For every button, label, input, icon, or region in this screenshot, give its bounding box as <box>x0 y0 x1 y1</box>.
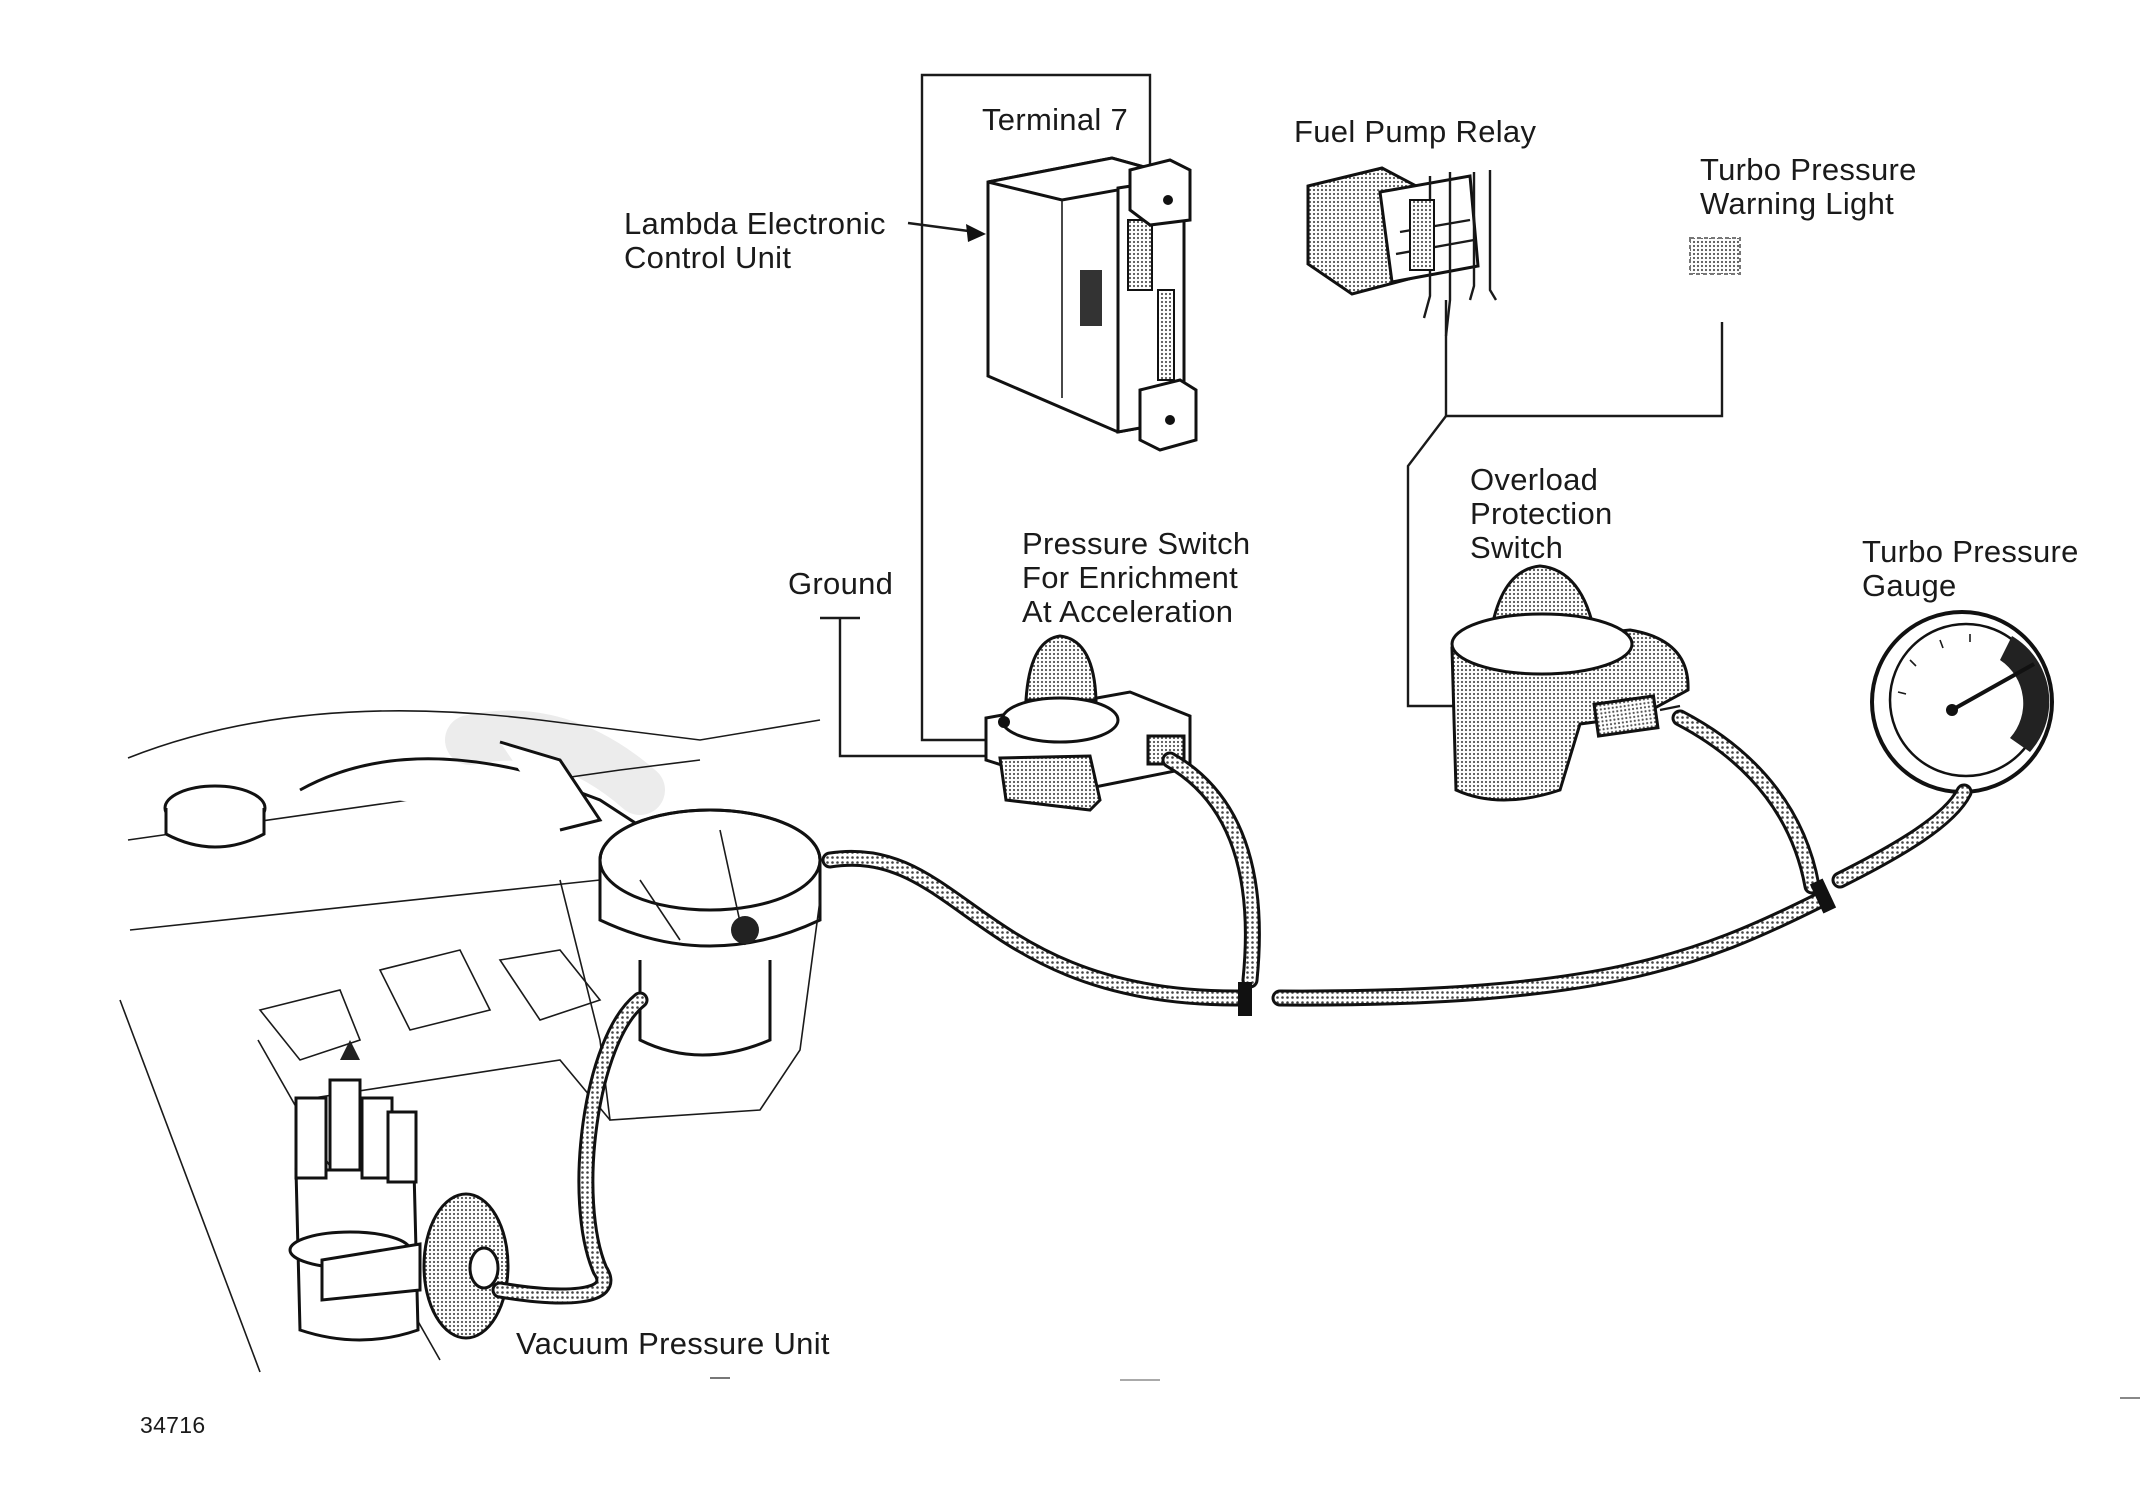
distributor <box>288 1040 510 1342</box>
engine-block <box>119 710 822 1373</box>
turbo-gauge-label-line1: Turbo Pressure <box>1862 534 2079 569</box>
overload-protection-switch <box>1450 564 1690 802</box>
overload-switch-label-line3: Switch <box>1470 530 1564 565</box>
scan-marks <box>710 1377 2140 1399</box>
ground-label: Ground <box>788 566 894 601</box>
pressure-switch-enrichment <box>984 634 1192 812</box>
turbo-gauge-label-line2: Gauge <box>1862 568 1957 603</box>
figure-number: 34716 <box>140 1412 206 1438</box>
turbo-warning-label-line2: Warning Light <box>1700 186 1895 221</box>
turbo-pressure-gauge <box>1870 610 2054 794</box>
lambda-ecu-label-line2: Control Unit <box>624 240 792 275</box>
lambda-ecu <box>907 156 1198 452</box>
overload-switch-label-line2: Protection <box>1470 496 1613 531</box>
terminal7-label: Terminal 7 <box>982 102 1128 137</box>
warning-light-icon <box>1689 237 1741 275</box>
vacuum-unit-label: Vacuum Pressure Unit <box>516 1326 830 1361</box>
pressure-switch-label-line3: At Acceleration <box>1022 594 1234 629</box>
vacuum-hoses <box>491 709 1973 1305</box>
pressure-switch-label-line1: Pressure Switch <box>1022 526 1251 561</box>
fuel-pump-relay <box>1306 166 1498 337</box>
wiring <box>820 73 1724 758</box>
wire-ground <box>838 618 1005 758</box>
wire-terminal7-to-pressure-switch <box>920 73 1152 742</box>
wire-relay-to-warning-light <box>1444 300 1724 418</box>
fuel-pump-relay-label: Fuel Pump Relay <box>1294 114 1537 149</box>
turbo-warning-label-line1: Turbo Pressure <box>1700 152 1917 187</box>
wire-to-overload-switch <box>1406 415 1456 708</box>
pressure-switch-label-line2: For Enrichment <box>1022 560 1239 595</box>
overload-switch-label-line1: Overload <box>1470 462 1599 497</box>
lambda-ecu-label-line1: Lambda Electronic <box>624 206 886 241</box>
